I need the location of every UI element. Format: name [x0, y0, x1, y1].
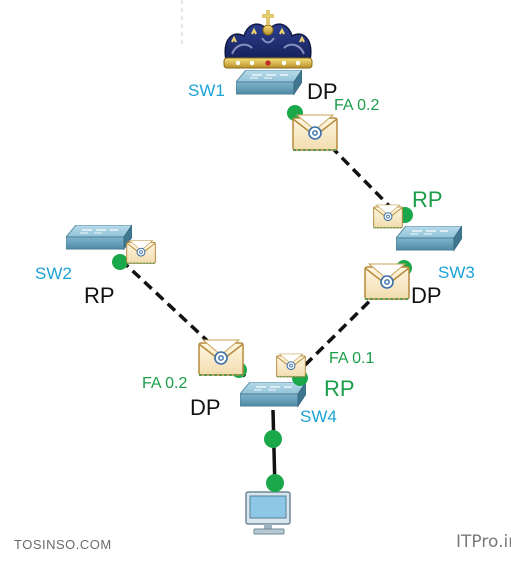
link-sw2-sw4: [119, 258, 249, 380]
pc-icon[interactable]: [245, 491, 291, 535]
port-sw1-fa02: FA 0.2: [334, 97, 379, 114]
port-sw4-fa02: FA 0.2: [142, 375, 187, 392]
switch-sw3-icon[interactable]: [396, 226, 462, 251]
links: [119, 110, 406, 491]
port-sw4-fa01: FA 0.1: [329, 350, 374, 367]
bpdu-envelope-icon: [198, 338, 244, 377]
port-dot-sw2: [112, 254, 128, 270]
watermark-right: وب سایت تخصصی فناوری اطلاعات ایران - ITP…: [456, 532, 511, 552]
port-dot-sw4-down: [264, 430, 282, 448]
role-sw2-rp: RP: [84, 283, 115, 308]
switch-sw4-label: SW4: [300, 407, 337, 426]
bpdu-envelope-icon: [126, 239, 156, 264]
role-sw3-rp: RP: [412, 187, 443, 212]
role-sw3-dp: DP: [411, 283, 442, 308]
bpdu-envelope-icon: [373, 204, 403, 229]
role-sw4-dp: DP: [190, 395, 221, 420]
bpdu-envelope-icon: [364, 262, 410, 301]
switch-sw2-icon[interactable]: [66, 225, 132, 250]
switch-sw1-icon[interactable]: [236, 70, 302, 95]
switch-sw3-label: SW3: [438, 263, 475, 282]
switch-sw1-label: SW1: [188, 81, 225, 100]
watermark-left: TOSINSO.COM: [14, 537, 112, 552]
port-dot-pc: [266, 474, 284, 492]
switch-sw4-icon[interactable]: [240, 382, 306, 407]
role-sw4-rp: RP: [324, 376, 355, 401]
role-sw1-dp: DP: [307, 79, 338, 104]
switch-sw2-label: SW2: [35, 264, 72, 283]
bpdu-envelope-icon: [276, 353, 306, 378]
bpdu-envelope-icon: [292, 114, 338, 151]
root-bridge-crown-icon: [223, 10, 313, 69]
